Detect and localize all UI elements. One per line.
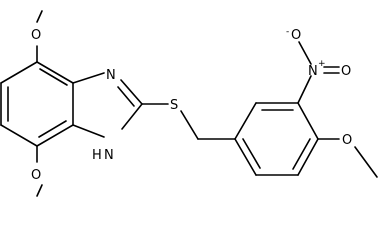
bonds <box>0 10 378 197</box>
bond-n3-c2-double <box>117 86 135 107</box>
atom-labels: O O N H N S N + O - O O <box>31 27 352 183</box>
bond-n3-c2 <box>120 79 143 105</box>
bond-phenyl-4 <box>297 138 319 176</box>
bond-c2-n1 <box>121 103 143 130</box>
atom-n-amine: N <box>104 148 114 163</box>
bond-c3a-n3 <box>72 72 105 84</box>
atom-o-nitro-top: O <box>291 28 301 43</box>
bond-benzo-double-a <box>39 68 68 86</box>
bond-benzo-double-b <box>38 120 67 138</box>
bond-phenyl-double-b <box>292 138 311 170</box>
atom-o-bottom: O <box>31 168 41 183</box>
bond-n-o-top <box>298 41 312 65</box>
atom-o-nitro-top-charge: - <box>286 27 289 37</box>
bond-methyl-bottom <box>36 184 43 197</box>
atom-s: S <box>170 98 178 113</box>
atom-n-nitro-charge: + <box>318 59 326 69</box>
bond-phenyl-6 <box>234 138 257 176</box>
bond-s-ch2 <box>180 110 199 140</box>
atom-n-imine: N <box>106 68 116 83</box>
bond-benzo-4 <box>0 124 38 147</box>
bond-benzo-1 <box>36 61 74 84</box>
molecule-structure: O O N H N S N + O - O O <box>0 10 378 197</box>
atom-nh-h: H <box>92 148 102 163</box>
atom-o-nitro-right: O <box>341 64 351 79</box>
bond-ring-n-nitro <box>297 75 312 104</box>
atom-o-methoxy: O <box>342 133 352 148</box>
bond-phenyl-double-c <box>242 138 261 169</box>
bond-benzo-6 <box>0 61 38 84</box>
bond-n1-c7a <box>72 124 105 138</box>
atom-n-nitro: N <box>308 64 318 79</box>
bond-methyl-top <box>36 10 43 23</box>
bond-benzo-3 <box>36 124 74 147</box>
bond-phenyl-1 <box>234 102 257 140</box>
bond-phenyl-3 <box>297 102 319 140</box>
bond-o-methyl-right <box>354 146 378 178</box>
atom-o-top: O <box>31 28 41 43</box>
